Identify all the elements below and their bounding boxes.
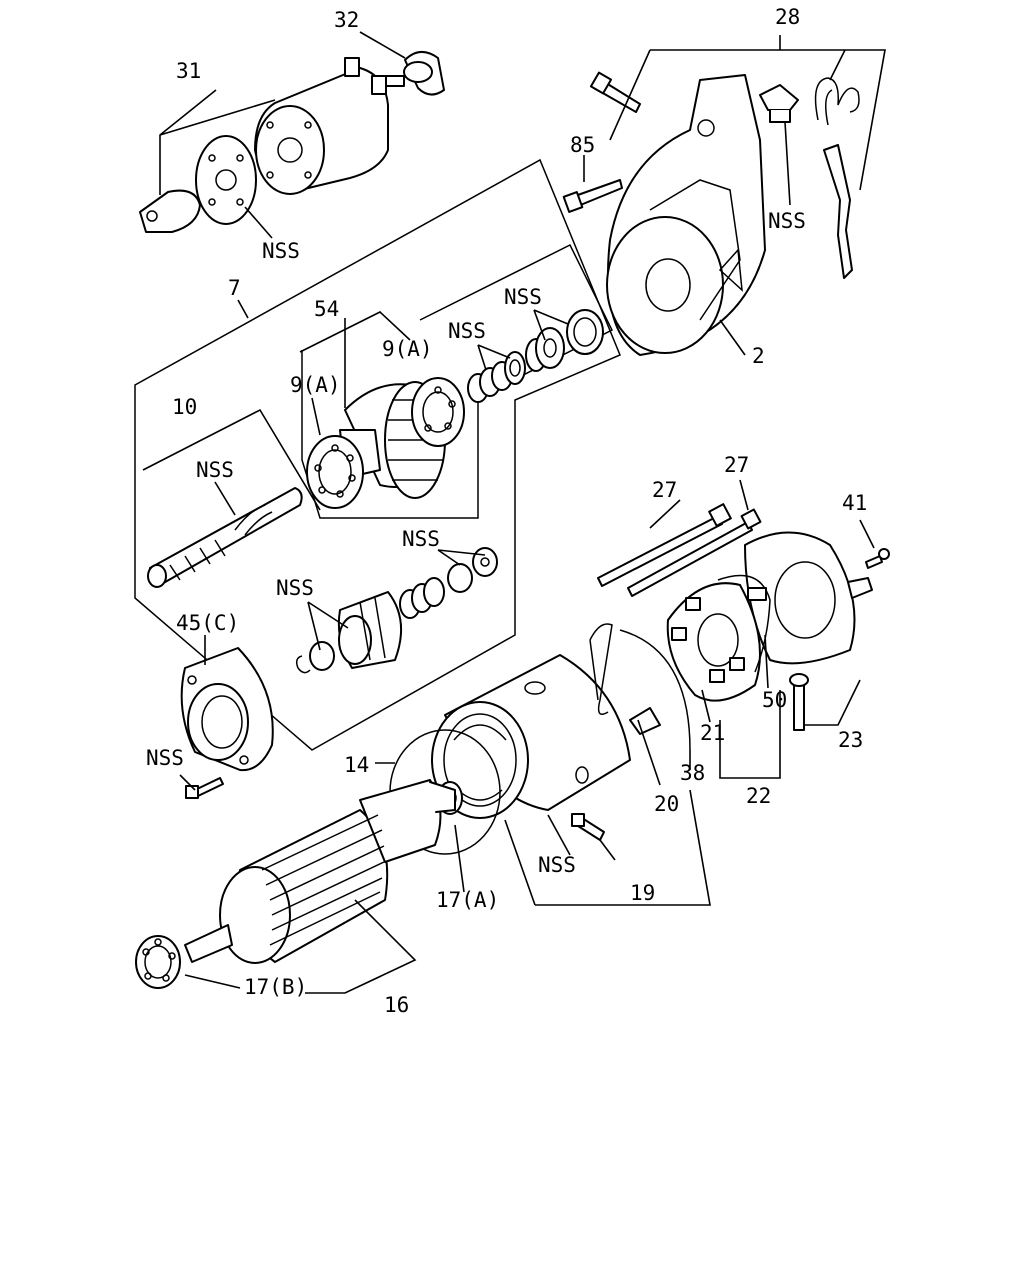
dust-cap-32 (403, 51, 445, 96)
leader-lines (142, 31, 886, 994)
brush-spring-50 (717, 574, 771, 673)
callout-nss-bolt: NSS (146, 746, 184, 770)
bearing-9a-left (306, 435, 364, 509)
front-bracket-housing (606, 74, 766, 356)
callout-10: 10 (172, 395, 197, 419)
callout-21: 21 (700, 721, 725, 745)
callout-32: 32 (334, 8, 359, 32)
callout-14: 14 (344, 753, 369, 777)
callout-nss-yoke: NSS (538, 853, 576, 877)
bracket-clip-part (759, 84, 799, 123)
callout-85: 85 (570, 133, 595, 157)
pinion-shaft (147, 487, 303, 588)
callout-50: 50 (762, 688, 787, 712)
pinion-spring-lower (399, 547, 498, 619)
callout-2: 2 (752, 344, 765, 368)
pinion-gear (337, 591, 403, 669)
callout-54: 54 (314, 297, 339, 321)
frame-line-7 (134, 158, 621, 751)
callout-nss-solenoid: NSS (262, 239, 300, 263)
stop-collar-set (525, 309, 604, 372)
through-bolt-2 (627, 508, 762, 597)
through-bolt-1 (597, 503, 732, 587)
bolt-23 (789, 673, 809, 731)
callout-23: 23 (838, 728, 863, 752)
inner-frame-clutch (301, 243, 614, 519)
housing-screw (185, 777, 224, 799)
solenoid-gasket-plate (195, 135, 257, 225)
callout-9a-left: 9(A) (290, 373, 341, 397)
callout-19: 19 (630, 881, 655, 905)
callout-labels: 32 31 28 85 NSS NSS 7 NSS 54 NSS 9(A) 2 … (146, 5, 867, 1017)
yoke-gasket-38 (619, 629, 691, 751)
plunger (139, 189, 201, 233)
brush-holder-plate (666, 582, 761, 702)
callout-nss-mid: NSS (448, 319, 486, 343)
callout-7: 7 (228, 276, 241, 300)
callout-nss-bracket: NSS (768, 209, 806, 233)
callout-22: 22 (746, 784, 771, 808)
callout-31: 31 (176, 59, 201, 83)
field-lead-20 (589, 623, 661, 735)
callout-28: 28 (775, 5, 800, 29)
bearing-9a-right (411, 377, 465, 447)
bracket-bolt-85 (562, 179, 623, 213)
callout-27-right: 27 (724, 453, 749, 477)
armature-16 (184, 779, 456, 964)
callout-45c: 45(C) (176, 611, 239, 635)
callout-16: 16 (384, 993, 409, 1017)
bracket-bolt-upper (589, 71, 641, 113)
screw-41 (865, 548, 890, 569)
pinion-ring-and-clip (295, 641, 335, 674)
lever (823, 144, 853, 279)
callout-27-left: 27 (652, 478, 677, 502)
yoke-screw (571, 813, 605, 841)
center-housing-45c (180, 647, 274, 772)
bearing-17b (135, 935, 181, 989)
rear-cover-23 (744, 531, 873, 665)
solenoid-assembly (254, 57, 405, 195)
callout-nss-shaft: NSS (196, 458, 234, 482)
callout-nss-pinion-spring: NSS (402, 527, 440, 551)
callout-9a-right: 9(A) (382, 337, 433, 361)
callout-nss-clip: NSS (276, 576, 314, 600)
callout-17a: 17(A) (436, 888, 499, 912)
callout-17b: 17(B) (244, 975, 307, 999)
callout-38: 38 (680, 761, 705, 785)
callout-41: 41 (842, 491, 867, 515)
callout-nss-top-right: NSS (504, 285, 542, 309)
pinion-spring-set (467, 351, 526, 403)
return-spring (814, 77, 860, 126)
callout-20: 20 (654, 792, 679, 816)
